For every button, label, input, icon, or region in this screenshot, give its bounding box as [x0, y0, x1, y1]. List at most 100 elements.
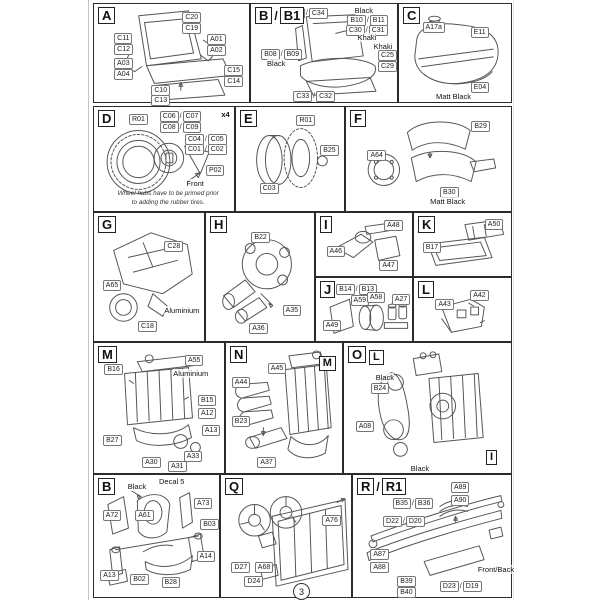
part-code: A43 [435, 298, 454, 310]
engine-block-diagram [124, 354, 201, 453]
part-label: A45 [267, 362, 287, 374]
part-code: C02 [207, 144, 227, 156]
part-code: A12 [198, 408, 217, 419]
part-code: A44 [231, 376, 251, 388]
part-code: A65 [102, 279, 122, 291]
part-code: A90 [450, 494, 470, 506]
part-code: A03 [114, 57, 133, 69]
part-label: C12 [114, 44, 133, 56]
part-code: B39 [397, 576, 416, 588]
part-label: B23 [231, 415, 251, 427]
part-label: A47 [379, 259, 398, 271]
part-label: A31 [168, 461, 187, 473]
part-code: C13 [151, 95, 171, 107]
part-code: C19 [182, 22, 202, 34]
part-code: A76 [322, 515, 341, 527]
part-label: A46 [326, 245, 346, 257]
part-code: A08 [355, 421, 375, 432]
part-code: D22 [383, 516, 402, 528]
part-label: A68 [254, 561, 274, 573]
annotation-text: Aluminium [164, 306, 200, 316]
panel-badge-R-R1: R/R1 [357, 478, 407, 495]
panel-badge-B-B1: B/B1 [255, 7, 305, 24]
part-code: A48 [384, 219, 403, 231]
part-code: A14 [196, 550, 215, 562]
part-label-pair: C06/C07 [159, 111, 202, 123]
part-code: B40 [397, 587, 416, 599]
annotation: Khaki [373, 42, 393, 52]
part-label: B03 [200, 518, 219, 530]
part-code: A13 [100, 570, 119, 582]
page-number: 3 [293, 583, 310, 600]
part-label: A35 [282, 305, 302, 317]
part-code: D23 [439, 581, 459, 593]
panel-letter: I [320, 216, 332, 233]
annotation: Matt Black [435, 92, 471, 102]
part-label: C14 [224, 75, 244, 87]
part-label: A90 [450, 494, 470, 506]
part-label: A37 [257, 457, 276, 469]
part-label: E11 [470, 26, 489, 38]
part-label: A61 [135, 510, 154, 522]
label-slash: / [313, 93, 316, 101]
part-label: C29 [378, 60, 397, 72]
part-label: R01 [296, 115, 316, 127]
part-code: B03 [200, 518, 219, 530]
part-label: A42 [470, 289, 489, 301]
label-slash: / [402, 518, 405, 526]
part-label: R01 [129, 114, 148, 126]
part-code: B25 [320, 145, 339, 157]
engine-front-belt-diagram [377, 351, 484, 457]
part-code: C12 [114, 44, 133, 56]
part-code: A89 [450, 482, 470, 494]
label-slash: / [204, 146, 207, 154]
annotation: Front [186, 178, 204, 188]
part-code: B09 [283, 49, 303, 61]
annotation-text: Khaki [357, 33, 377, 43]
part-code: A13 [201, 424, 221, 436]
panel-badge-K: K [418, 216, 436, 233]
part-code: A35 [282, 305, 302, 317]
part-label-pair: B35/B36 [392, 498, 434, 510]
part-code: C32 [316, 91, 335, 103]
annotation-text: Black [354, 5, 373, 15]
part-code: A17a [422, 21, 445, 33]
panel-badge-L: L [418, 281, 434, 298]
part-label: A72 [102, 510, 122, 522]
part-label: A44 [231, 376, 251, 388]
part-code: A88 [370, 561, 389, 573]
part-label: A12 [198, 408, 217, 419]
annotation: Black [410, 463, 430, 473]
panel-letter: G [98, 216, 117, 233]
part-code: C34 [308, 7, 328, 19]
part-code: C29 [378, 60, 397, 72]
part-code: A87 [370, 549, 389, 561]
part-label: A50 [484, 219, 504, 231]
part-label: A65 [102, 279, 122, 291]
part-code: R01 [296, 115, 316, 127]
panel-letter: A [98, 7, 116, 24]
part-code: C20 [182, 11, 202, 23]
part-code: B16 [104, 363, 123, 375]
part-code: A73 [194, 498, 213, 510]
label-slash: / [411, 500, 414, 508]
part-code: C11 [114, 33, 133, 45]
part-code: A49 [322, 319, 342, 331]
assembly-ref-badge: I [485, 449, 497, 465]
part-code: A72 [102, 510, 122, 522]
part-code: B23 [231, 415, 251, 427]
panel-letter: B1 [279, 7, 305, 24]
panel-letter: B [255, 7, 273, 24]
label-slash: / [355, 285, 358, 293]
part-label: B15 [198, 395, 217, 406]
part-label: D27 [231, 561, 251, 573]
panel-badge-D: D [98, 110, 116, 127]
part-code: B28 [161, 577, 180, 589]
gearbox-diagram [109, 232, 193, 322]
part-label-pair: C30/C31 [345, 24, 388, 36]
